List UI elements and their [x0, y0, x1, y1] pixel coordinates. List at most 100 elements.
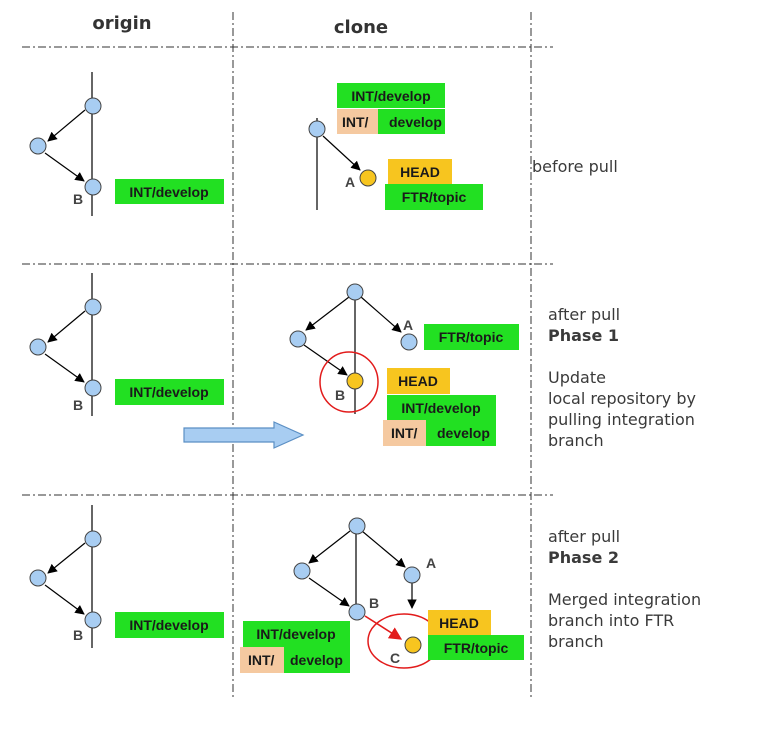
- tag-develop-suffix: [378, 109, 445, 134]
- commit-node: [348, 517, 366, 535]
- commit-node: [29, 338, 47, 356]
- edge-arrow: [303, 344, 348, 376]
- commit-node: [84, 530, 102, 548]
- note-desc-line: branch: [548, 632, 604, 651]
- clone-graph-row1: A INT/develop INT/ develop HEAD FTR/topi…: [308, 83, 483, 210]
- node-label-a: A: [403, 317, 413, 333]
- tag-int-develop: [387, 395, 496, 420]
- commit-node-b: [84, 611, 102, 629]
- tag-int-develop-label: INT/develop: [129, 617, 208, 633]
- edge-arrow: [322, 135, 361, 171]
- edge-arrow: [305, 296, 350, 331]
- highlight-circle: [319, 351, 379, 413]
- node-label-a: A: [426, 555, 436, 571]
- note-desc-line: Update: [548, 368, 606, 387]
- tag-int-develop: [115, 612, 224, 638]
- tag-int-prefix-label: INT/: [342, 114, 369, 130]
- tag-ftr-topic: [385, 184, 483, 210]
- note-after-pull: after pull: [548, 527, 620, 546]
- big-right-arrow: [183, 421, 305, 449]
- edge-arrow: [47, 109, 86, 142]
- commit-node: [29, 137, 47, 155]
- merge-arrow: [364, 615, 403, 640]
- tag-int-prefix: [337, 109, 378, 134]
- tag-ftr-topic-label: FTR/topic: [402, 189, 467, 205]
- tag-head-label: HEAD: [398, 373, 438, 389]
- clone-header: clone: [334, 17, 388, 38]
- edge-arrow: [360, 296, 402, 333]
- edge-arrow: [44, 584, 85, 615]
- commit-node: [29, 569, 47, 587]
- tag-int-prefix-label: INT/: [248, 652, 275, 668]
- node-label-b: B: [73, 191, 83, 207]
- commit-node-b: [84, 178, 102, 196]
- commit-node-b: [348, 603, 366, 621]
- clone-graph-row3: A B C INT/develop INT/ develop HEAD FTR/…: [240, 517, 524, 673]
- origin-header: origin: [92, 13, 151, 34]
- tag-develop-suffix: [426, 420, 496, 446]
- clone-graph-row2: A B FTR/topic HEAD INT/develop INT/ deve…: [289, 283, 519, 446]
- tag-int-develop: [243, 621, 350, 647]
- node-label-c: C: [390, 650, 400, 666]
- commit-node-b: [84, 379, 102, 397]
- tag-develop-suffix-label: develop: [290, 652, 343, 668]
- node-label-b: B: [73, 397, 83, 413]
- tag-head: [428, 610, 491, 635]
- edge-arrow: [361, 530, 406, 568]
- commit-node: [289, 330, 307, 348]
- commit-node-c: [404, 636, 422, 654]
- edge-arrow: [47, 542, 86, 574]
- tag-ftr-topic: [424, 324, 519, 350]
- note-desc-line: branch into FTR: [548, 611, 674, 630]
- tag-int-prefix: [383, 420, 426, 446]
- tag-head: [388, 159, 452, 184]
- tag-ftr-topic-label: FTR/topic: [444, 640, 509, 656]
- tag-int-develop: [337, 83, 445, 108]
- tag-int-prefix-label: INT/: [391, 425, 418, 441]
- note-desc-line: Merged integration: [548, 590, 701, 609]
- tag-int-develop-label: INT/develop: [129, 184, 208, 200]
- node-label-b: B: [369, 595, 379, 611]
- edge-arrow: [44, 353, 85, 383]
- tag-ftr-topic: [428, 635, 524, 660]
- tag-ftr-topic-label: FTR/topic: [439, 329, 504, 345]
- commit-node: [84, 298, 102, 316]
- commit-node: [293, 562, 311, 580]
- tag-int-develop: [115, 379, 224, 405]
- grid-lines: [22, 12, 553, 697]
- edge-arrow: [47, 310, 86, 343]
- tag-int-develop-label: INT/develop: [129, 384, 208, 400]
- note-before-pull: before pull: [532, 157, 618, 176]
- note-desc-line: branch: [548, 431, 604, 450]
- note-after-pull: after pull: [548, 305, 620, 324]
- tag-int-develop-label: INT/develop: [256, 626, 335, 642]
- tag-head-label: HEAD: [439, 615, 479, 631]
- note-desc-line: pulling integration: [548, 410, 695, 429]
- tag-head: [387, 368, 450, 394]
- tag-develop-suffix: [284, 647, 350, 673]
- edge-arrow: [308, 530, 351, 564]
- origin-graph-row3: B INT/develop: [29, 505, 224, 648]
- note-phase-2: Phase 2: [548, 548, 619, 567]
- commit-node-a: [403, 566, 421, 584]
- tag-int-develop-label: INT/develop: [401, 400, 480, 416]
- tag-develop-suffix-label: develop: [389, 114, 442, 130]
- edge-arrow: [308, 577, 350, 607]
- tag-head-label: HEAD: [400, 164, 440, 180]
- node-label-b: B: [335, 387, 345, 403]
- commit-node-b: [346, 372, 364, 390]
- edge-arrow: [44, 152, 85, 182]
- note-phase-1: Phase 1: [548, 326, 619, 345]
- commit-node: [84, 97, 102, 115]
- commit-node: [346, 283, 364, 301]
- origin-graph-row1: B INT/develop: [29, 72, 224, 216]
- tag-int-develop: [115, 179, 224, 204]
- note-desc-line: local repository by: [548, 389, 696, 408]
- tag-int-prefix: [240, 647, 284, 673]
- node-label-a: A: [345, 174, 355, 190]
- commit-node-a: [359, 169, 377, 187]
- tag-develop-suffix-label: develop: [437, 425, 490, 441]
- commit-node-a: [400, 333, 418, 351]
- tag-int-develop-label: INT/develop: [351, 88, 430, 104]
